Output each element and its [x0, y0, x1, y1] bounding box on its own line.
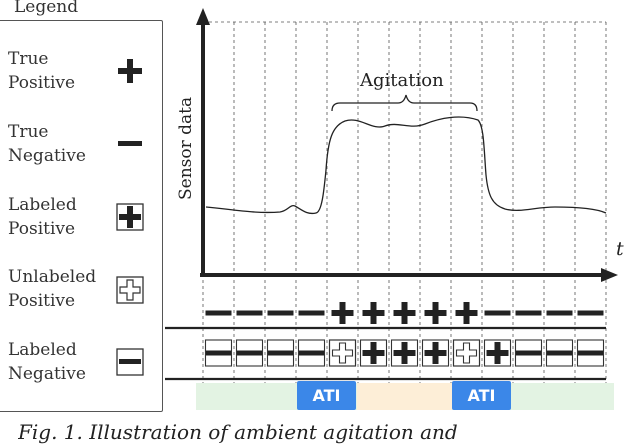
true-negative-minus-icon — [118, 141, 142, 146]
labeled-negative-minus-icon — [514, 339, 543, 367]
true-negative-minus-icon — [577, 310, 604, 316]
ati-marker: ATI — [452, 381, 511, 410]
legend-line: Positive — [8, 291, 76, 311]
agitation-brace — [331, 94, 478, 112]
true-positive-plus-icon — [118, 59, 142, 83]
agitation-label: Agitation — [360, 70, 444, 91]
ati-marker: ATI — [297, 381, 356, 410]
true-negative-minus-icon — [205, 310, 232, 316]
labeled-negative-minus-icon — [266, 339, 295, 367]
unlabeled-positive-outline-plus-icon — [328, 339, 357, 367]
true-negative-minus-icon — [546, 310, 573, 316]
true-negative-minus-icon — [484, 310, 511, 316]
legend-label-labeled-positive: Labeled Positive — [8, 193, 77, 241]
true-negative-minus-icon — [515, 310, 542, 316]
labeled-negative-minus-icon — [235, 339, 264, 367]
labeled-negative-minus-icon — [297, 339, 326, 367]
labeled-positive-plus-icon — [359, 339, 388, 367]
time-grid — [202, 21, 607, 383]
unlabeled-positive-outline-plus-icon — [116, 276, 144, 304]
labeled-negative-minus-icon — [576, 339, 605, 367]
legend-line: Negative — [8, 146, 86, 166]
true-positive-plus-icon — [455, 302, 478, 324]
y-axis-label: Sensor data — [176, 96, 196, 200]
labeled-positive-plus-icon — [483, 339, 512, 367]
legend-label-true-positive: True Positive — [8, 47, 75, 95]
x-axis-arrow-icon — [601, 268, 618, 282]
legend-line: Negative — [8, 364, 86, 384]
labeled-negative-minus-icon — [116, 348, 144, 376]
legend-line: True — [8, 122, 49, 142]
true-positive-plus-icon — [424, 302, 447, 324]
true-positive-plus-icon — [331, 302, 354, 324]
x-axis-label: t — [616, 238, 624, 260]
labeled-negative-minus-icon — [545, 339, 574, 367]
true-negative-minus-icon — [298, 310, 325, 316]
legend-line: Labeled — [8, 340, 77, 360]
labeled-negative-minus-icon — [204, 339, 233, 367]
observed-label-row — [204, 339, 605, 367]
labeled-positive-plus-icon — [116, 203, 144, 231]
legend-label-unlabeled-positive: Unlabeled Positive — [8, 265, 96, 313]
sensor-signal-line — [205, 116, 607, 215]
figure-caption: Fig. 1. Illustration of ambient agitatio… — [18, 420, 458, 444]
legend-line: Positive — [8, 73, 76, 93]
agitation-band — [357, 383, 452, 410]
y-axis-arrow-icon — [196, 8, 210, 25]
true-positive-plus-icon — [362, 302, 385, 324]
legend-line: Unlabeled — [8, 267, 97, 287]
labeled-positive-plus-icon — [421, 339, 450, 367]
labeled-positive-plus-icon — [390, 339, 419, 367]
legend-label-labeled-negative: Labeled Negative — [8, 338, 86, 386]
legend-line: True — [8, 49, 49, 69]
true-label-row — [205, 302, 604, 324]
true-positive-plus-icon — [393, 302, 416, 324]
unlabeled-positive-outline-plus-icon — [452, 339, 481, 367]
legend-box — [0, 20, 163, 412]
legend-title: Legend — [14, 0, 79, 17]
legend-line: Positive — [8, 219, 76, 239]
legend-line: Labeled — [8, 195, 77, 215]
true-negative-minus-icon — [267, 310, 294, 316]
legend-label-true-negative: True Negative — [8, 120, 86, 168]
true-negative-minus-icon — [236, 310, 263, 316]
